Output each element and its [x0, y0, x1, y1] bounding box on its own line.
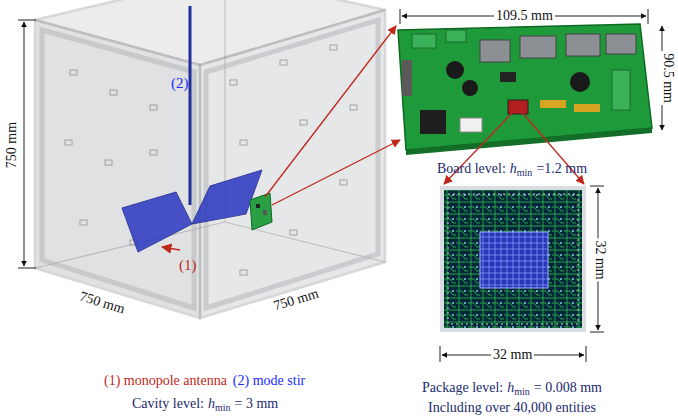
zoom-arrow [272, 140, 400, 205]
label-group: Cavity level:hmin = 3 mm [132, 396, 278, 414]
dimension-label: 32 mm [491, 347, 534, 363]
label-group: Board level:hmin=1.2 mm [437, 161, 587, 179]
mode-stir-shaft [189, 6, 192, 205]
subscript-text: min [517, 167, 533, 179]
caption-text: Including over 40,000 entities [428, 400, 596, 416]
caption-text: Package level: [422, 380, 503, 396]
mode-stir-paddle [122, 192, 192, 252]
caption-text: =1.2 mm [536, 161, 587, 177]
cavity-left-face [35, 20, 200, 318]
pcb-board [398, 24, 652, 155]
label-group: 750 mm [78, 289, 127, 318]
label-group: Package level:hmin = 0.008 mm [422, 380, 602, 398]
monopole-pointer [162, 247, 180, 250]
callout-number: (1) [179, 257, 197, 274]
dimension-label: 750 mm [272, 286, 321, 315]
callout-number: (2) [171, 75, 189, 92]
dimension-label: 109.5 mm [494, 8, 555, 24]
dimension-label: 32 mm [592, 238, 608, 281]
caption-text: = 3 mm [235, 396, 279, 412]
subscript-text: min [215, 402, 231, 414]
label-group: 109.5 mm [494, 8, 555, 24]
legend-text: (2) mode stir [233, 373, 305, 389]
caption-text: Cavity level: [132, 396, 204, 412]
label-group: 32 mm [592, 238, 608, 281]
dimension-label: 90.5 mm [660, 51, 676, 105]
label-group: Including over 40,000 entities [428, 400, 596, 416]
zoom-arrow [265, 26, 396, 197]
dimension-label: 750 mm [78, 289, 127, 318]
label-group: (2) [171, 75, 189, 92]
wall-fixtures [65, 45, 357, 275]
label-group: (1) [179, 257, 197, 274]
label-group: (1) monopole antenna (2) mode stir [104, 373, 305, 389]
symbol-text: h [208, 396, 215, 412]
package-layout [440, 186, 586, 332]
label-group: 90.5 mm [660, 51, 676, 105]
label-group: 750 mm [4, 120, 20, 170]
cavity-pcb [250, 193, 272, 230]
legend-text: (1) monopole antenna [104, 373, 227, 389]
caption-text: = 0.008 mm [534, 380, 602, 396]
cavity-height-dimension [18, 20, 36, 268]
label-group: 32 mm [491, 347, 534, 363]
subscript-text: min [514, 386, 530, 398]
cavity-wall-frame [42, 20, 378, 308]
dimension-label: 750 mm [4, 120, 20, 170]
caption-text: Board level: [437, 161, 506, 177]
symbol-text: h [507, 380, 514, 396]
package-dimension [440, 186, 604, 362]
symbol-text: h [510, 161, 517, 177]
label-group: 750 mm [272, 286, 321, 315]
cavity-right-face [200, 10, 385, 318]
